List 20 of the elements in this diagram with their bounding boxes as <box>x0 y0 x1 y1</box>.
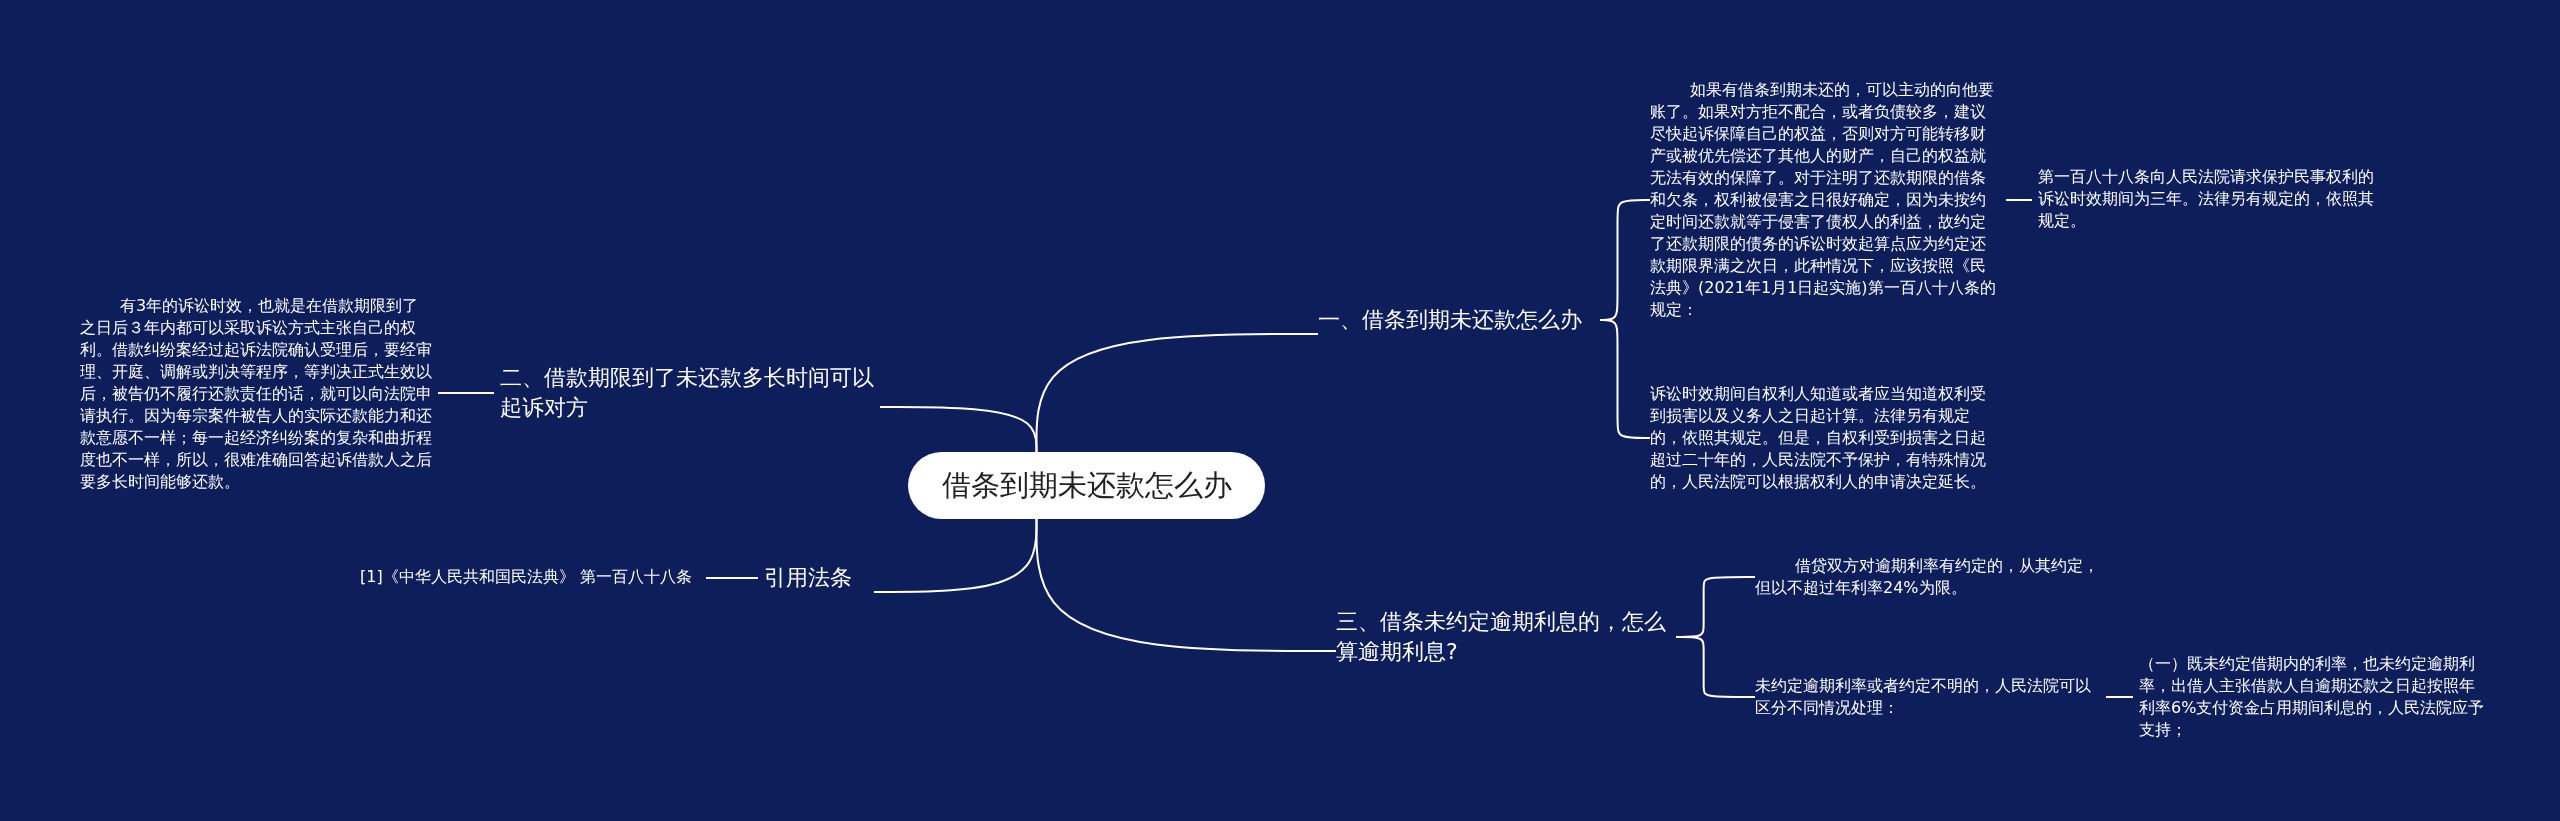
branch-topic: 一、借条到期未还款怎么办 <box>1318 306 1582 334</box>
connector-line <box>437 392 495 394</box>
connector-line <box>1675 636 1756 698</box>
topic-text: 诉讼时效期间自权利人知道或者应当知道权利受到损害以及义务人之日起计算。法律另有规定的，依照其规定。但是，自权利受到损害之日起超过二十年的，人民法院不予保护，有特殊情况的，人民法院可以根据权利人的申请决定延长。 <box>1650 383 1987 493</box>
connector-line <box>705 577 759 579</box>
connector-line <box>1035 518 1337 652</box>
branch-topic: 三、借条未约定逾期利息的，怎么算逾期利息? <box>1336 608 1667 666</box>
branch-topic: 引用法条 <box>764 564 852 592</box>
topic-text: 借贷双方对逾期利率有约定的，从其约定，但以不超过年利率24%为限。 <box>1755 555 2100 599</box>
topic-text: （一）既未约定借期内的利率，也未约定逾期利率，出借人主张借款人自逾期还款之日起按照年利率6%支付资金占用期间利息的，人民法院应予支持； <box>2139 653 2486 741</box>
branch-topic: 二、借款期限到了未还款多长时间可以起诉对方 <box>500 364 875 422</box>
topic-text: 如果有借条到期未还的，可以主动的向他要账了。如果对方拒不配合，或者负债较多，建议尽快起诉保障自己的权益，否则对方可能转移财产或被优先偿还了其他人的财产，自己的权益就无法有效的保障了。对于注明了还款期限的借条和欠条，权利被侵害之日很好确定，因为未按约定时间还款就等于侵害了债权人的利益，故约定了还款期限的债务的诉讼时效起算点应为约定还款期限界满之次日，此种情况下，应该按照《民法典》(2021年1月1日起实施)第一百八十八条的规定： <box>1650 79 1997 321</box>
connector-line <box>879 406 1038 453</box>
topic-text: [1]《中华人民共和国民法典》 第一百八十八条 <box>360 566 692 588</box>
connector-line <box>2105 696 2134 698</box>
topic-text: 第一百八十八条向人民法院请求保护民事权利的诉讼时效期间为三年。法律另有规定的，依照其规定。 <box>2038 166 2375 232</box>
topic-text: 未约定逾期利率或者约定不明的，人民法院可以区分不同情况处理： <box>1755 675 2092 719</box>
topic-text: 有3年的诉讼时效，也就是在借款期限到了之日后３年内都可以采取诉讼方式主张自己的权利。借款纠纷案经过起诉法院确认受理后，要经审理、开庭、调解或判决等程序，等判决正式生效以后，被告仍不履行还款责任的话，就可以向法院申请执行。因为每宗案件被告人的实际还款能力和还款意愿不一样；每一起经济纠纷案的复杂和曲折程度也不一样，所以，很难准确回答起诉借款人之后要多长时间能够还款。 <box>80 295 432 493</box>
central-topic: 借条到期未还款怎么办 <box>908 452 1265 519</box>
connector-line <box>2005 199 2033 201</box>
